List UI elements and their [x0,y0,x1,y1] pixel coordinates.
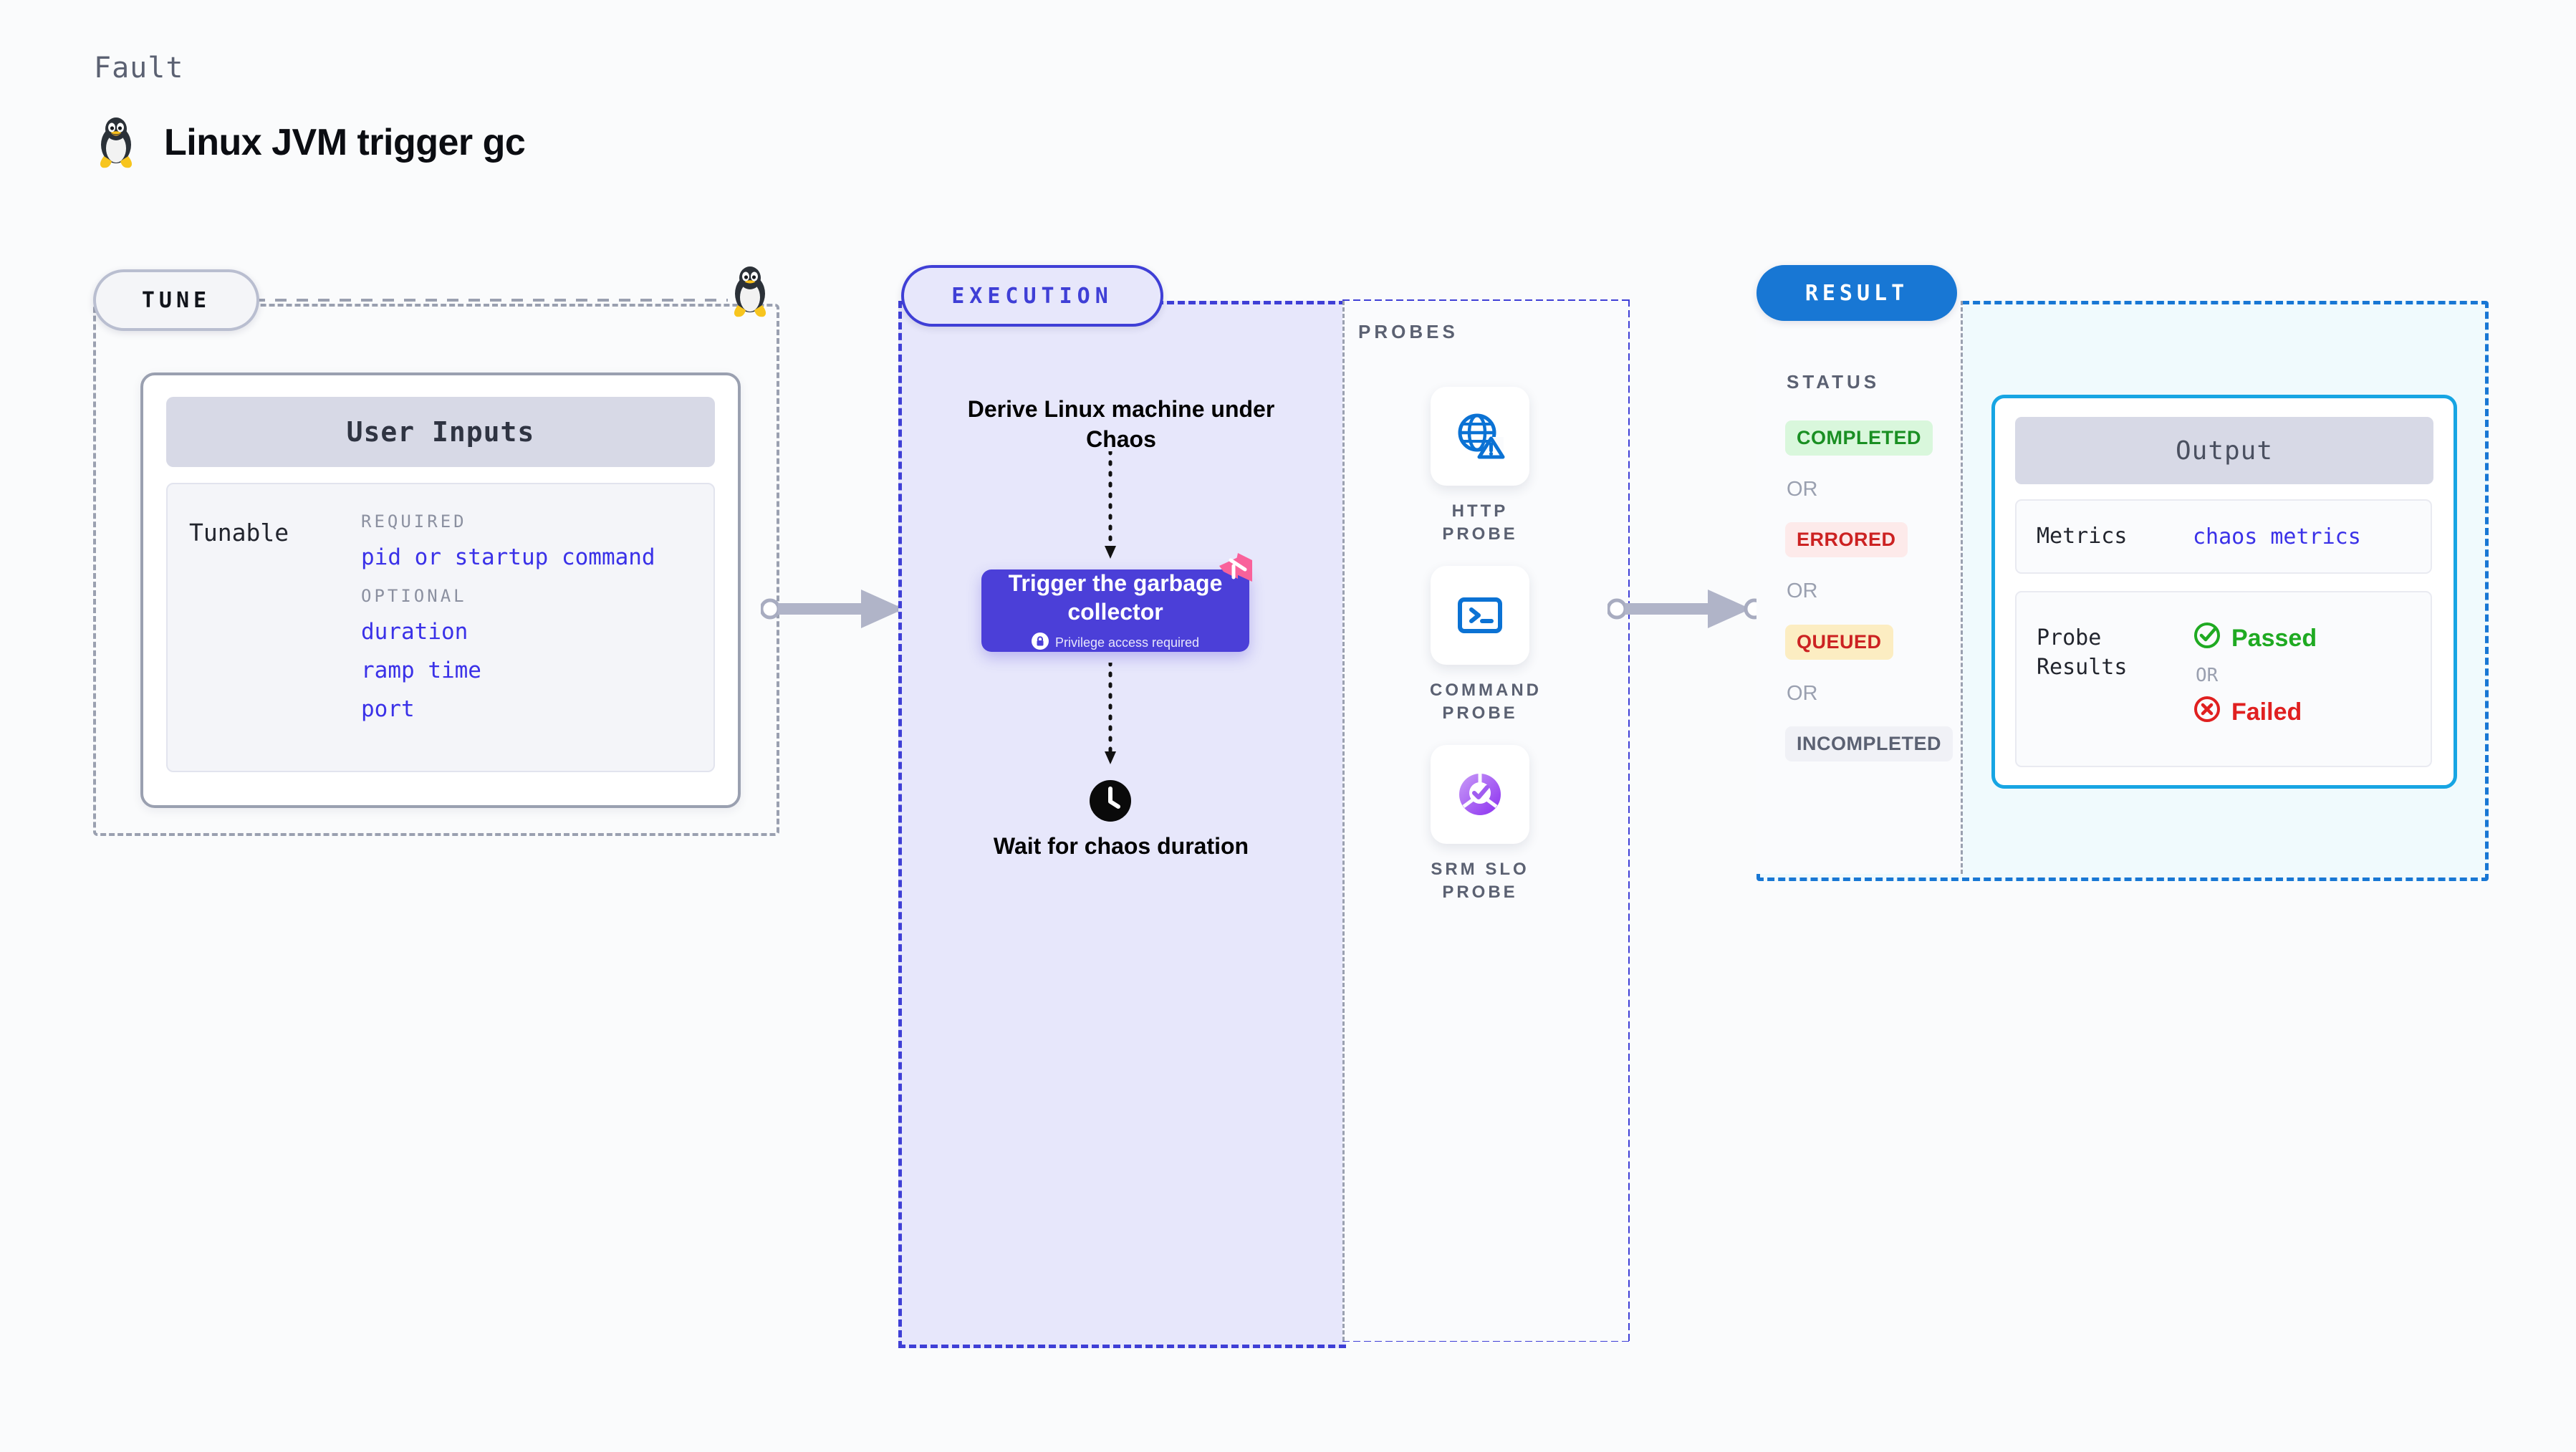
execution-step-wait: Wait for chaos duration [993,833,1249,859]
status-badge-incompleted: INCOMPLETED [1785,726,1953,761]
probe-result-or: OR [2196,665,2219,686]
page-kicker: Fault [94,52,184,85]
lock-icon [1031,632,1049,653]
result-status-column [1756,301,1963,874]
clock-icon [1087,777,1134,828]
user-inputs-card: User Inputs Tunable REQUIRED pid or star… [140,372,741,808]
status-badge-queued: QUEUED [1785,625,1893,660]
probe-result-passed-label: Passed [2231,625,2317,652]
tunable-group-heading-optional: OPTIONAL [361,586,467,606]
linux-tux-icon [728,265,772,322]
probe-srm-slo[interactable]: SRM SLO PROBE [1430,745,1530,905]
probe-result-passed: Passed [2193,621,2317,656]
trigger-garbage-collector-card[interactable]: Trigger the garbage collector Privilege … [981,569,1249,652]
privilege-note-label: Privilege access required [1054,635,1200,650]
probe-srm-slo-label: SRM SLO PROBE [1431,860,1529,903]
tunable-item-duration[interactable]: duration [361,619,468,645]
tunable-group-heading-required: REQUIRED [361,511,467,532]
probe-result-failed-label: Failed [2231,698,2302,726]
probe-result-failed: Failed [2193,695,2317,730]
slo-donut-check-icon [1431,745,1529,844]
execution-pill[interactable]: EXECUTION [901,265,1163,327]
check-circle-icon [2193,621,2221,656]
status-badge-errored: ERRORED [1785,522,1908,557]
probe-command-label: COMMAND PROBE [1430,681,1542,723]
output-card: Output Metrics chaos metrics Probe Resul… [1991,395,2457,789]
output-header: Output [2015,417,2433,484]
status-or-1: OR [1787,478,1818,501]
tunable-item-ramp-time[interactable]: ramp time [361,658,481,683]
user-inputs-header: User Inputs [166,397,715,467]
output-metrics-row: Metrics chaos metrics [2015,499,2432,574]
page-title: Linux JVM trigger gc [164,122,526,163]
x-circle-icon [2193,695,2221,730]
status-or-3: OR [1787,682,1818,705]
probes-title: PROBES [1358,321,1458,342]
page-title-row: Linux JVM trigger gc [94,116,526,169]
output-metrics-key: Metrics [2037,523,2128,549]
terminal-icon [1431,566,1529,665]
arrow-trigger-to-wait [1105,663,1116,764]
probe-command[interactable]: COMMAND PROBE [1430,566,1542,726]
status-title: STATUS [1787,371,1880,393]
linux-tux-icon [94,116,138,169]
arrow-derive-to-trigger [1105,451,1116,559]
probe-http[interactable]: HTTP PROBE [1430,387,1530,547]
tunable-label: Tunable [189,519,289,547]
privilege-note: Privilege access required [1031,632,1200,653]
status-or-2: OR [1787,580,1818,602]
status-badge-completed: COMPLETED [1785,420,1933,456]
chaos-litmus-badge-icon [1216,550,1255,592]
probe-http-label: HTTP PROBE [1442,501,1518,544]
globe-warning-icon [1431,387,1529,486]
tune-pill[interactable]: TUNE [93,269,259,331]
tunable-list: REQUIRED pid or startup command OPTIONAL… [361,484,655,771]
connector-execution-to-result [1607,590,1765,628]
output-probe-results-key: Probe Results [2037,625,2128,680]
result-pill[interactable]: RESULT [1756,265,1957,321]
trigger-card-title: Trigger the garbage collector [1008,569,1223,625]
tune-top-dashed-line [254,299,728,302]
output-probe-results-row: Probe Results Passed OR [2015,591,2432,767]
tune-section [93,304,779,836]
tunable-item-port[interactable]: port [361,696,415,722]
tunable-item-pid[interactable]: pid or startup command [361,544,655,570]
execution-step-derive: Derive Linux machine under Chaos [967,396,1275,453]
output-metrics-value[interactable]: chaos metrics [2193,524,2361,549]
tunable-body: Tunable REQUIRED pid or startup command … [166,483,715,772]
